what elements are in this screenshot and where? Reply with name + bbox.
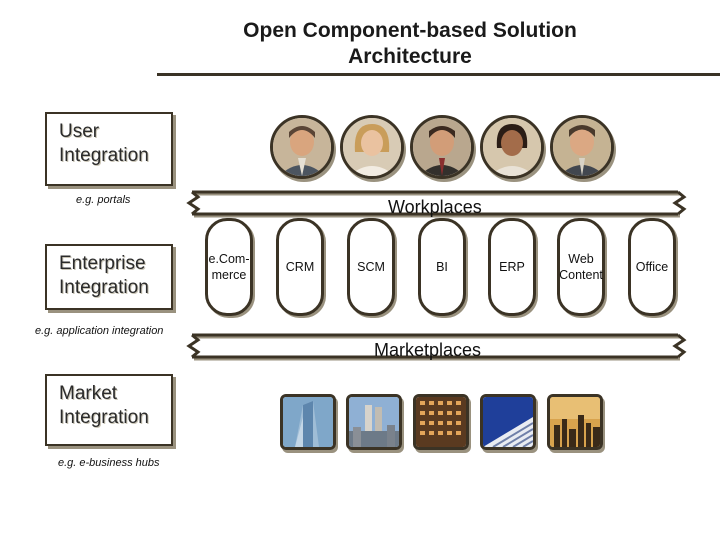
enterprise-integration-label-2: Integration bbox=[59, 277, 149, 298]
component-scm-label: SCM bbox=[357, 260, 385, 274]
component-web-content-line1: Web bbox=[568, 252, 594, 266]
user-integration-box: User Integration bbox=[45, 112, 173, 186]
component-scm: SCM bbox=[347, 218, 395, 316]
component-crm: CRM bbox=[276, 218, 324, 316]
workplaces-label: Workplaces bbox=[388, 197, 482, 217]
component-bi: BI bbox=[418, 218, 466, 316]
building-photo-2 bbox=[346, 394, 402, 450]
building-photo-1 bbox=[280, 394, 336, 450]
person-photo-1 bbox=[270, 115, 334, 179]
component-ecommerce: e.Com-merce bbox=[205, 218, 253, 316]
building-photo-5 bbox=[547, 394, 603, 450]
component-office: Office bbox=[628, 218, 676, 316]
banners-graphic bbox=[186, 190, 687, 361]
person-photo-5 bbox=[550, 115, 614, 179]
component-office-label: Office bbox=[635, 260, 669, 274]
person-photo-4 bbox=[480, 115, 544, 179]
enterprise-integration-example: e.g. application integration bbox=[35, 325, 164, 337]
component-ecommerce-line2: merce bbox=[211, 268, 247, 282]
enterprise-integration-label-1: Enterprise bbox=[59, 253, 146, 274]
page-title: Open Component-based Solution Architectu… bbox=[243, 19, 577, 68]
marketplaces-label: Marketplaces bbox=[374, 340, 482, 360]
building-photo-4 bbox=[480, 394, 536, 450]
market-integration-example: e.g. e-business hubs bbox=[58, 457, 160, 469]
user-integration-example: e.g. portals bbox=[76, 194, 131, 206]
marketplaces-banner bbox=[186, 333, 687, 361]
title-divider bbox=[157, 73, 720, 76]
component-erp-label: ERP bbox=[499, 260, 525, 274]
user-integration-label-2: Integration bbox=[59, 145, 149, 166]
market-integration-label-2: Integration bbox=[59, 407, 149, 428]
component-crm-label: CRM bbox=[285, 260, 315, 274]
building-photo-3 bbox=[413, 394, 469, 450]
component-bi-label: BI bbox=[436, 260, 448, 274]
person-photo-3 bbox=[410, 115, 474, 179]
person-photo-2 bbox=[340, 115, 404, 179]
market-integration-box: Market Integration bbox=[45, 374, 173, 446]
component-erp: ERP bbox=[488, 218, 536, 316]
workplaces-banner bbox=[186, 190, 687, 218]
component-ecommerce-line1: e.Com- bbox=[208, 252, 250, 266]
user-integration-label-1: User bbox=[59, 121, 100, 142]
enterprise-integration-box: Enterprise Integration bbox=[45, 244, 173, 310]
component-web-content-line2: Content bbox=[559, 268, 603, 282]
market-integration-label-1: Market bbox=[59, 383, 118, 404]
